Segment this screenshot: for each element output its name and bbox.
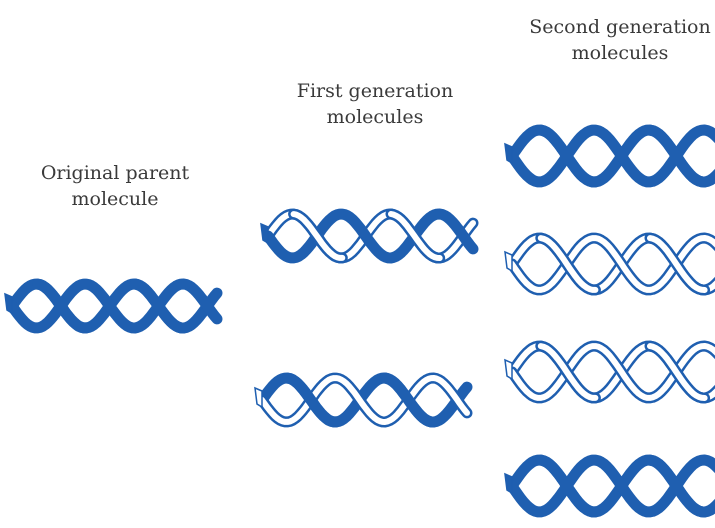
dna-molecule-parent (5, 284, 217, 328)
dna-molecule-second-3 (505, 346, 715, 398)
dna-molecule-second-4 (505, 460, 715, 512)
strand-a-strand-end (261, 224, 268, 243)
strand-a-strand-end (5, 294, 12, 313)
dna-molecule-first-2 (255, 378, 467, 422)
dna-molecule-second-1 (505, 130, 715, 182)
strand-a-strand-end (255, 388, 262, 407)
dna-molecule-first-1 (261, 214, 473, 258)
strand-a-strand-end (505, 144, 512, 163)
strand-a-strand-end (505, 360, 512, 379)
strand-a-strand-end (505, 474, 512, 493)
dna-molecule-second-2 (505, 238, 715, 290)
strand-a-strand-end (505, 252, 512, 271)
